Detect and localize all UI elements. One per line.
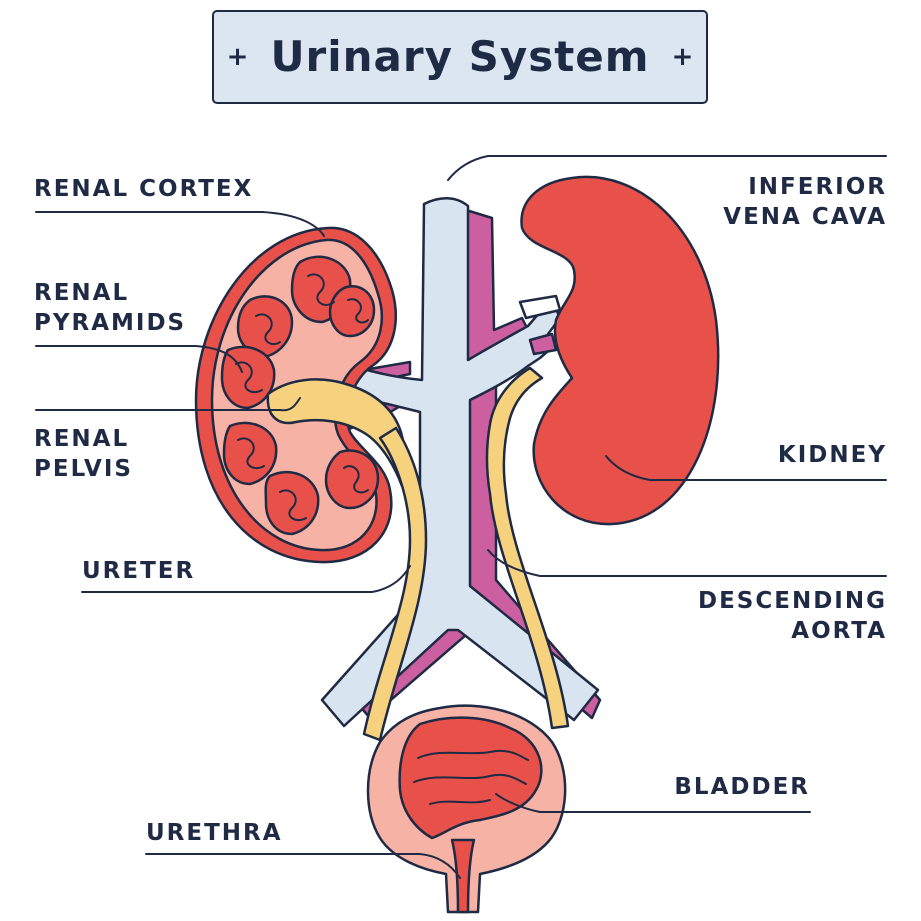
label-renal-cortex: RENAL CORTEX bbox=[34, 176, 254, 202]
bladder bbox=[366, 704, 567, 914]
label-bladder: BLADDER bbox=[674, 774, 810, 800]
label-kidney: KIDNEY bbox=[777, 442, 887, 468]
kidney bbox=[520, 175, 720, 526]
label-renal-pyramids: RENAL PYRAMIDS bbox=[34, 280, 187, 336]
urethra bbox=[450, 838, 476, 914]
title-box: + Urinary System + bbox=[212, 10, 708, 104]
leader-lines bbox=[35, 155, 887, 879]
plus-icon-right: + bbox=[671, 42, 694, 72]
diagram-title: Urinary System bbox=[270, 32, 650, 81]
label-ureter: URETER bbox=[82, 558, 196, 584]
plus-icon-left: + bbox=[226, 42, 249, 72]
label-urethra: URETHRA bbox=[146, 820, 283, 846]
label-renal-pelvis: RENAL PELVIS bbox=[34, 426, 133, 482]
label-descending-aorta: DESCENDING AORTA bbox=[698, 588, 887, 644]
renal-pyramids bbox=[220, 255, 380, 536]
label-inferior-vena-cava: INFERIOR VENA CAVA bbox=[723, 174, 887, 230]
